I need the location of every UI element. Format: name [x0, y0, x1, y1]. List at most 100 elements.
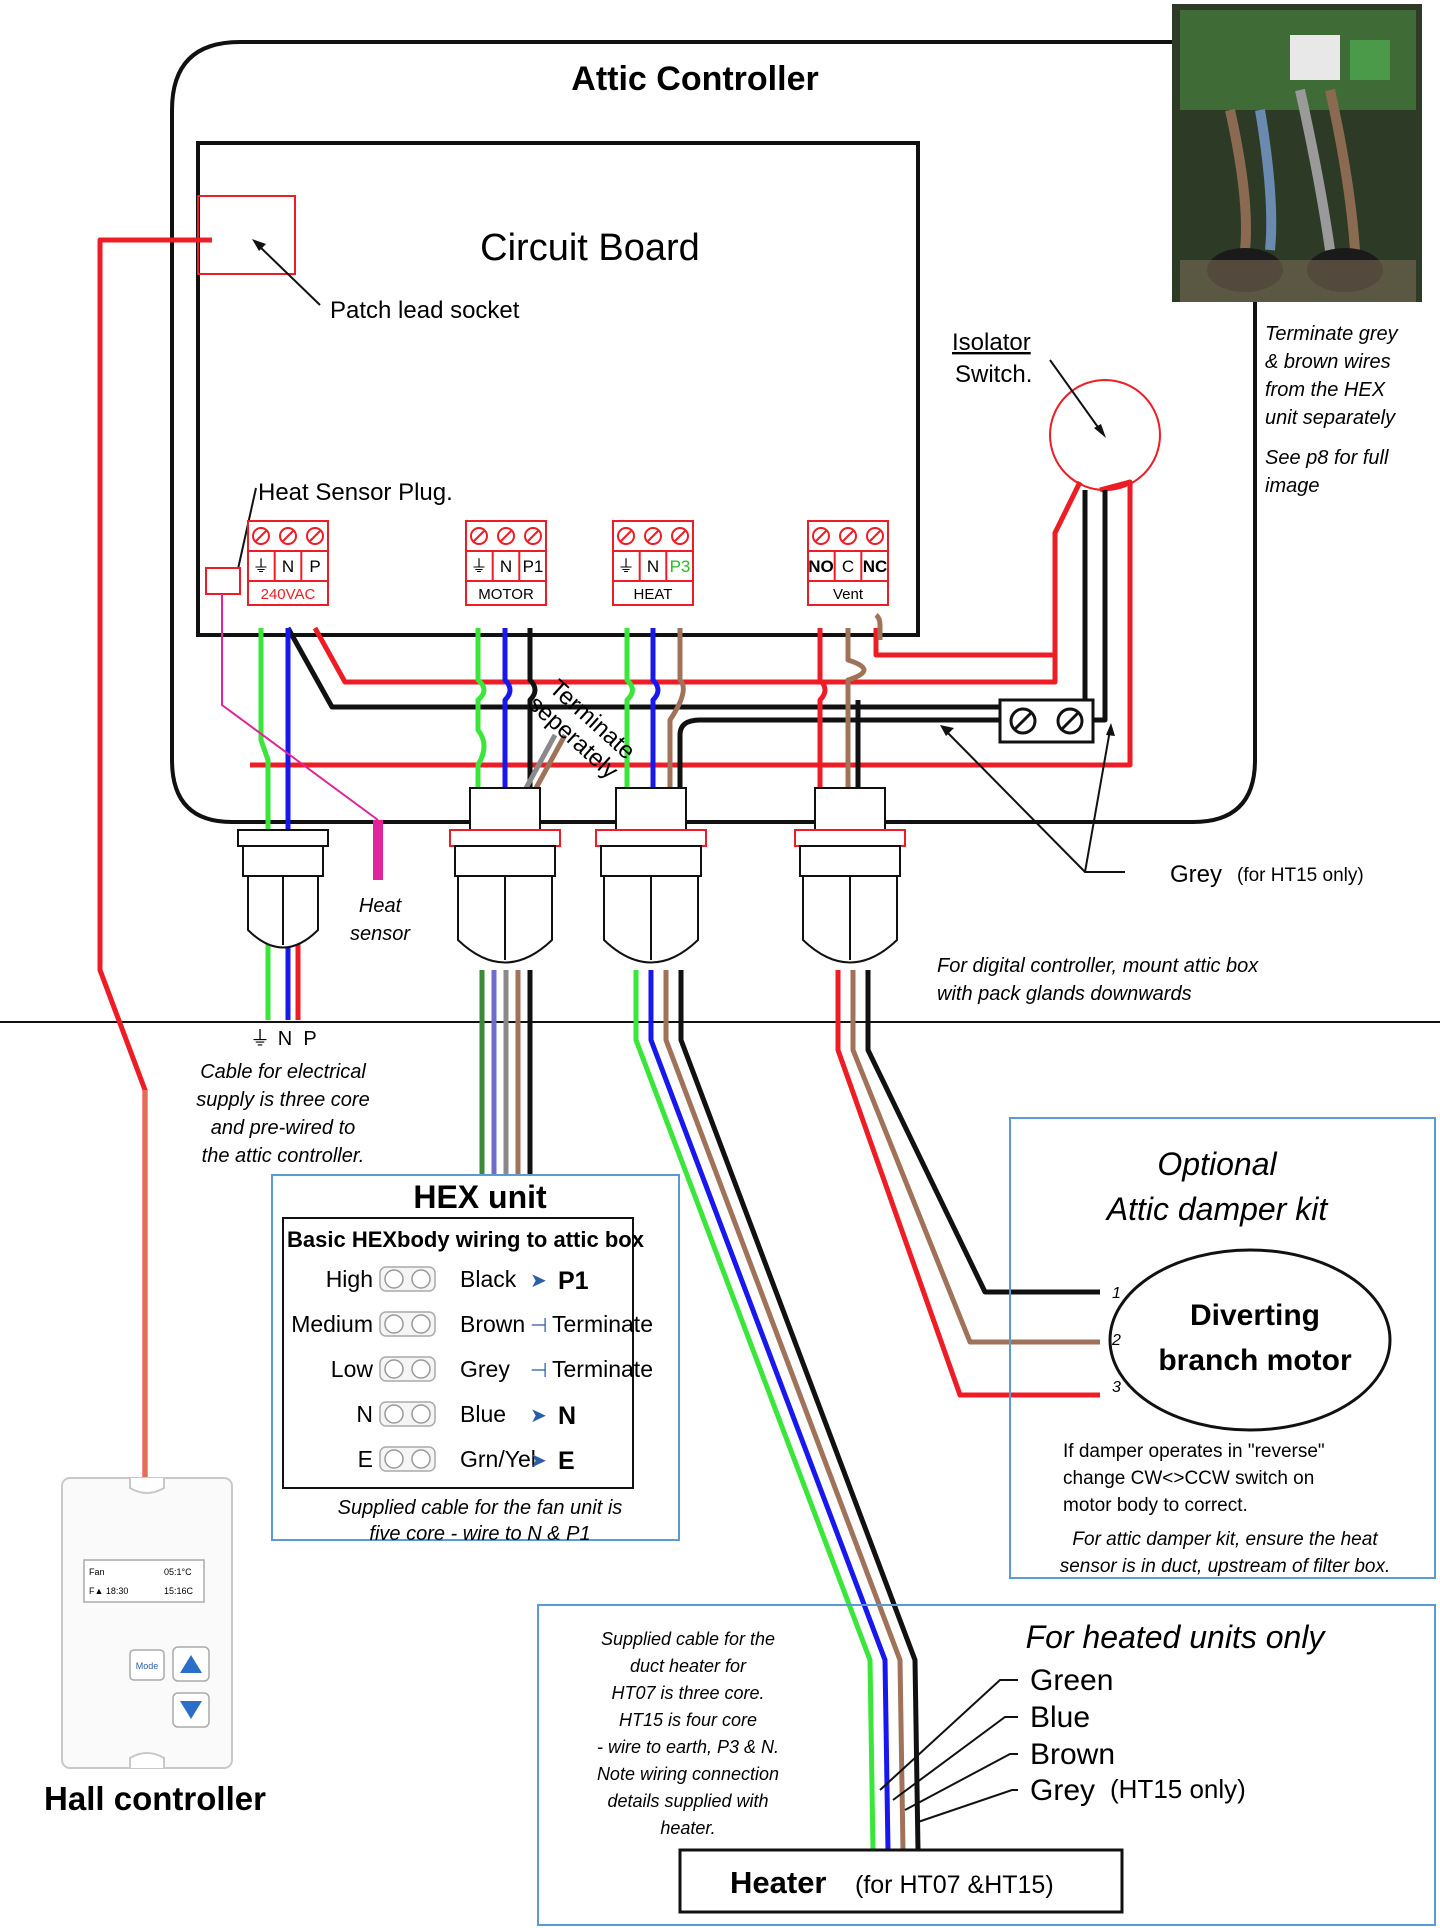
diverting-branch-motor — [1108, 1248, 1392, 1432]
terminal-photo — [1172, 4, 1422, 302]
up-button[interactable] — [172, 1646, 210, 1682]
svg-text:⊣: ⊣ — [530, 1315, 547, 1337]
svg-text:Grey: Grey — [460, 1356, 510, 1382]
supply-note-1: Cable for electrical — [200, 1061, 366, 1083]
mount-note-2: with pack glands downwards — [937, 983, 1192, 1005]
patch-lead-label: Patch lead socket — [330, 297, 520, 324]
svg-text:➤: ➤ — [530, 1270, 547, 1292]
hex-note-1: Supplied cable for the fan unit is — [338, 1497, 623, 1519]
pin-no: NO — [808, 557, 834, 576]
circuit-board — [196, 141, 920, 637]
supply-pin-p: P — [303, 1028, 316, 1050]
damper-kit-panel — [1009, 1117, 1436, 1579]
grey-label: Grey — [1170, 861, 1222, 888]
isolator-switch — [1049, 379, 1161, 491]
heater-wire-brown: Brown — [1030, 1738, 1115, 1771]
supply-note-3: and pre-wired to — [211, 1117, 356, 1139]
hex-unit-title: HEX unit — [413, 1179, 547, 1215]
heater-box — [678, 1848, 1124, 1914]
supply-note-2: supply is three core — [196, 1089, 369, 1111]
svg-text:➤: ➤ — [530, 1405, 547, 1427]
heater-cable-note-3: HT07 is three core. — [611, 1683, 764, 1703]
svg-text:P1: P1 — [558, 1267, 589, 1295]
damper-pin-1: 1 — [1112, 1285, 1121, 1302]
isolator-switch-arrowhead — [1094, 424, 1106, 438]
hall-controller-label: Hall controller — [44, 1780, 266, 1817]
svg-text:Fan: Fan — [89, 1567, 105, 1577]
grey-pointer-lines — [944, 729, 1125, 873]
pin-p: P — [309, 557, 320, 576]
heated-units-panel — [537, 1604, 1436, 1926]
mount-note-1: For digital controller, mount attic box — [937, 955, 1259, 977]
heater-cable-note-1: Supplied cable for the — [601, 1629, 775, 1649]
hex-row-e: E Grn/Yel ➤ E — [358, 1446, 575, 1475]
photo-note-1: Terminate grey — [1265, 323, 1399, 345]
heat-sensor-plug — [205, 567, 241, 595]
isolator-switch-label-1: Isolator — [952, 329, 1031, 356]
svg-text:Black: Black — [460, 1266, 517, 1292]
terminal-block-240vac: ⏚ N P 240VAC — [247, 520, 329, 606]
damper-pin-2: 2 — [1111, 1332, 1121, 1349]
hall-controller-screen — [83, 1559, 205, 1603]
photo-note-2: & brown wires — [1265, 351, 1391, 373]
damper-reverse-note-1: If damper operates in "reverse" — [1063, 1441, 1325, 1462]
terminal-label: MOTOR — [478, 586, 534, 603]
svg-text:Terminate: Terminate — [552, 1356, 653, 1382]
heater-note: (for HT07 &HT15) — [855, 1871, 1054, 1899]
isolator-switch-label-2: Switch. — [955, 361, 1032, 388]
heat-sensor-plug-pointer — [235, 487, 257, 579]
supply-note-4: the attic controller. — [202, 1145, 365, 1167]
cable-gland-vent — [794, 787, 906, 964]
pin-n: N — [282, 557, 294, 576]
svg-text:Mode: Mode — [136, 1661, 159, 1671]
svg-text:E: E — [558, 1447, 575, 1475]
patch-lead-socket — [197, 195, 296, 275]
damper-reverse-note-2: change CW<>CCW switch on — [1063, 1468, 1314, 1489]
heat-sensor-plug-label: Heat Sensor Plug. — [258, 479, 453, 506]
photo-note-5: See p8 for full — [1265, 447, 1389, 469]
photo-note-6: image — [1265, 475, 1319, 497]
down-arrow-icon — [180, 1701, 202, 1719]
damper-kit-title-1: Optional — [1157, 1146, 1277, 1182]
attic-controller-enclosure — [170, 40, 1257, 824]
heater-wire-green: Green — [1030, 1664, 1113, 1697]
svg-text:Terminate: Terminate — [552, 1311, 653, 1337]
svg-text:Blue: Blue — [460, 1401, 506, 1427]
pin-earth: ⏚ — [618, 557, 635, 576]
pin-c: C — [842, 557, 854, 576]
terminal-block-heat: ⏚ N P3 HEAT — [612, 520, 694, 606]
supply-pin-earth: ⏚ — [250, 1028, 270, 1050]
svg-text:E: E — [358, 1446, 373, 1472]
heater-wire-grey: Grey — [1030, 1774, 1095, 1807]
hex-row-high: High Black ➤ P1 — [326, 1266, 589, 1295]
mode-button[interactable] — [129, 1649, 165, 1681]
hex-row-low: Low Grey ⊣ Terminate — [331, 1356, 653, 1382]
hex-row-n: N Blue ➤ N — [356, 1401, 576, 1430]
svg-text:N: N — [356, 1401, 373, 1427]
terminal-label: HEAT — [634, 586, 673, 603]
hex-row-medium: Medium Brown ⊣ Terminate — [291, 1311, 653, 1337]
attic-controller-title: Attic Controller — [571, 60, 818, 98]
damper-motor-label-2: branch motor — [1158, 1344, 1352, 1377]
damper-reverse-note-3: motor body to correct. — [1063, 1495, 1248, 1516]
damper-kit-title-2: Attic damper kit — [1105, 1191, 1329, 1227]
pin-n: N — [647, 557, 659, 576]
heated-units-title: For heated units only — [1026, 1619, 1327, 1655]
down-button[interactable] — [172, 1692, 210, 1728]
cable-gland-supply — [237, 829, 329, 949]
heat-sensor-label-1: Heat — [359, 895, 403, 917]
pin-nc: NC — [863, 557, 888, 576]
svg-text:15:16C: 15:16C — [164, 1586, 194, 1596]
heater-wire-pointers — [879, 1679, 1018, 1823]
terminal-label: Vent — [833, 586, 864, 603]
external-wiring — [97, 237, 1100, 1851]
damper-sensor-note-2: sensor is in duct, upstream of filter bo… — [1060, 1556, 1391, 1577]
svg-text:Low: Low — [331, 1356, 374, 1382]
svg-text:High: High — [326, 1266, 373, 1292]
terminal-block-vent: NO C NC Vent — [807, 520, 889, 606]
hex-note-2: five core - wire to N & P1 — [369, 1523, 590, 1545]
heater-cable-note-7: details supplied with — [607, 1791, 768, 1811]
pin-earth: ⏚ — [253, 557, 270, 576]
grey-note: (for HT15 only) — [1237, 865, 1364, 886]
photo-note-4: unit separately — [1265, 407, 1396, 429]
